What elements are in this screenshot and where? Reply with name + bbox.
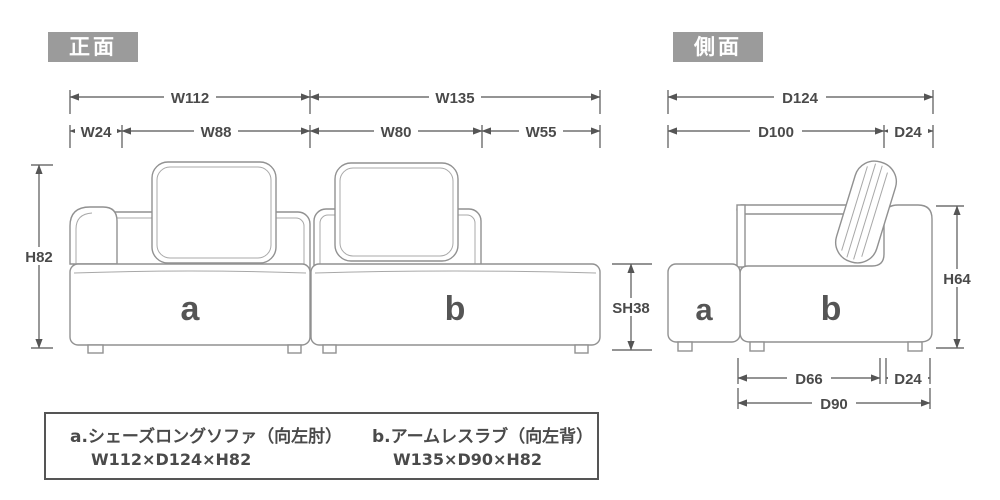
side-view-drawing: a b bbox=[667, 160, 933, 352]
label-background bbox=[787, 369, 831, 387]
seat-edge-a bbox=[73, 270, 307, 274]
dimension-ticks bbox=[737, 358, 931, 384]
legend-border bbox=[44, 412, 599, 480]
leg bbox=[287, 344, 302, 354]
front-unit-a-label: a bbox=[181, 290, 201, 328]
cushion-a-piping bbox=[156, 166, 272, 259]
legend-item-b-title: b.アームレスラブ（向左背） bbox=[372, 426, 593, 447]
legend-item-b-size: W135×D90×H82 bbox=[393, 450, 542, 469]
dimension-ticks bbox=[69, 125, 601, 148]
armrest-front bbox=[69, 206, 118, 265]
front-dimension-row-2: W24 W88 W80 W55 bbox=[69, 122, 601, 148]
d24-upper-label: D24 bbox=[894, 124, 922, 141]
cushion-b bbox=[334, 162, 459, 262]
d100-label: D100 bbox=[758, 124, 794, 141]
seat-edge-b bbox=[314, 270, 597, 274]
label-background bbox=[934, 269, 980, 287]
label-background bbox=[194, 122, 238, 140]
label-background bbox=[750, 122, 802, 140]
label-background bbox=[374, 122, 418, 140]
label-background bbox=[164, 88, 216, 106]
d124-label: D124 bbox=[782, 90, 819, 107]
label-background bbox=[429, 88, 481, 106]
frame-post-side bbox=[736, 204, 746, 268]
leg bbox=[677, 341, 693, 352]
label-background bbox=[812, 394, 856, 412]
w24-label: W24 bbox=[81, 124, 113, 141]
side-cushion-outline bbox=[834, 160, 898, 264]
leg bbox=[574, 344, 589, 354]
front-view-drawing: a b bbox=[69, 161, 601, 354]
cushion-a bbox=[151, 161, 277, 264]
side-dimension-row-1: D124 bbox=[667, 88, 934, 114]
label-background bbox=[75, 122, 117, 140]
cushion-b-piping bbox=[339, 167, 454, 257]
w80-label: W80 bbox=[381, 124, 412, 141]
base-unit-a bbox=[69, 263, 311, 346]
armrest-front-inner bbox=[75, 212, 93, 264]
front-view-badge: 正面 bbox=[48, 32, 138, 62]
side-unit-a-body bbox=[667, 263, 741, 343]
label-background bbox=[888, 369, 928, 387]
label-background bbox=[519, 122, 563, 140]
side-badge-background bbox=[673, 32, 763, 62]
h82-dimension: H82 bbox=[16, 164, 62, 349]
side-back-cushion bbox=[834, 160, 898, 264]
side-legs bbox=[677, 341, 923, 352]
side-dimension-row-2: D100 D24 bbox=[667, 122, 934, 148]
leg bbox=[322, 344, 337, 354]
label-background bbox=[604, 298, 658, 316]
sh38-dimension: SH38 bbox=[604, 263, 658, 351]
d90-label: D90 bbox=[820, 396, 848, 413]
side-bottom-dimension-rows: D66 D24 D90 bbox=[737, 358, 931, 413]
label-background bbox=[774, 88, 826, 106]
side-cushion-stripes bbox=[841, 163, 888, 260]
label-background bbox=[16, 247, 62, 265]
legend-item-a-size: W112×D124×H82 bbox=[91, 450, 251, 469]
w88-label: W88 bbox=[201, 124, 232, 141]
w135-label: W135 bbox=[435, 90, 474, 107]
d24-lower-label: D24 bbox=[894, 371, 922, 388]
label-background bbox=[888, 122, 928, 140]
front-badge-label: 正面 bbox=[69, 35, 117, 59]
h64-dimension: H64 bbox=[934, 205, 980, 349]
legend-item-a-title: a.シェーズロングソファ（向左肘） bbox=[70, 426, 342, 447]
front-unit-b-label: b bbox=[445, 290, 466, 328]
h82-label: H82 bbox=[25, 249, 53, 266]
front-legs bbox=[87, 344, 589, 354]
legend-box: a.シェーズロングソファ（向左肘） W112×D124×H82 b.アームレスラ… bbox=[44, 412, 599, 480]
side-unit-b-label: b bbox=[821, 290, 842, 328]
h64-label: H64 bbox=[943, 271, 971, 288]
side-view-badge: 側面 bbox=[673, 32, 763, 62]
side-unit-a-label: a bbox=[695, 292, 713, 327]
base-unit-b bbox=[310, 263, 601, 346]
leg bbox=[87, 344, 104, 354]
w55-label: W55 bbox=[526, 124, 557, 141]
leg bbox=[749, 341, 765, 352]
front-badge-background bbox=[48, 32, 138, 62]
side-badge-label: 側面 bbox=[693, 35, 742, 59]
d66-label: D66 bbox=[795, 371, 823, 388]
leg bbox=[907, 341, 923, 352]
w112-label: W112 bbox=[171, 90, 209, 107]
dimension-ticks bbox=[69, 90, 601, 114]
sh38-label: SH38 bbox=[612, 300, 650, 317]
front-dimension-row-1: W112 W135 bbox=[69, 88, 601, 114]
